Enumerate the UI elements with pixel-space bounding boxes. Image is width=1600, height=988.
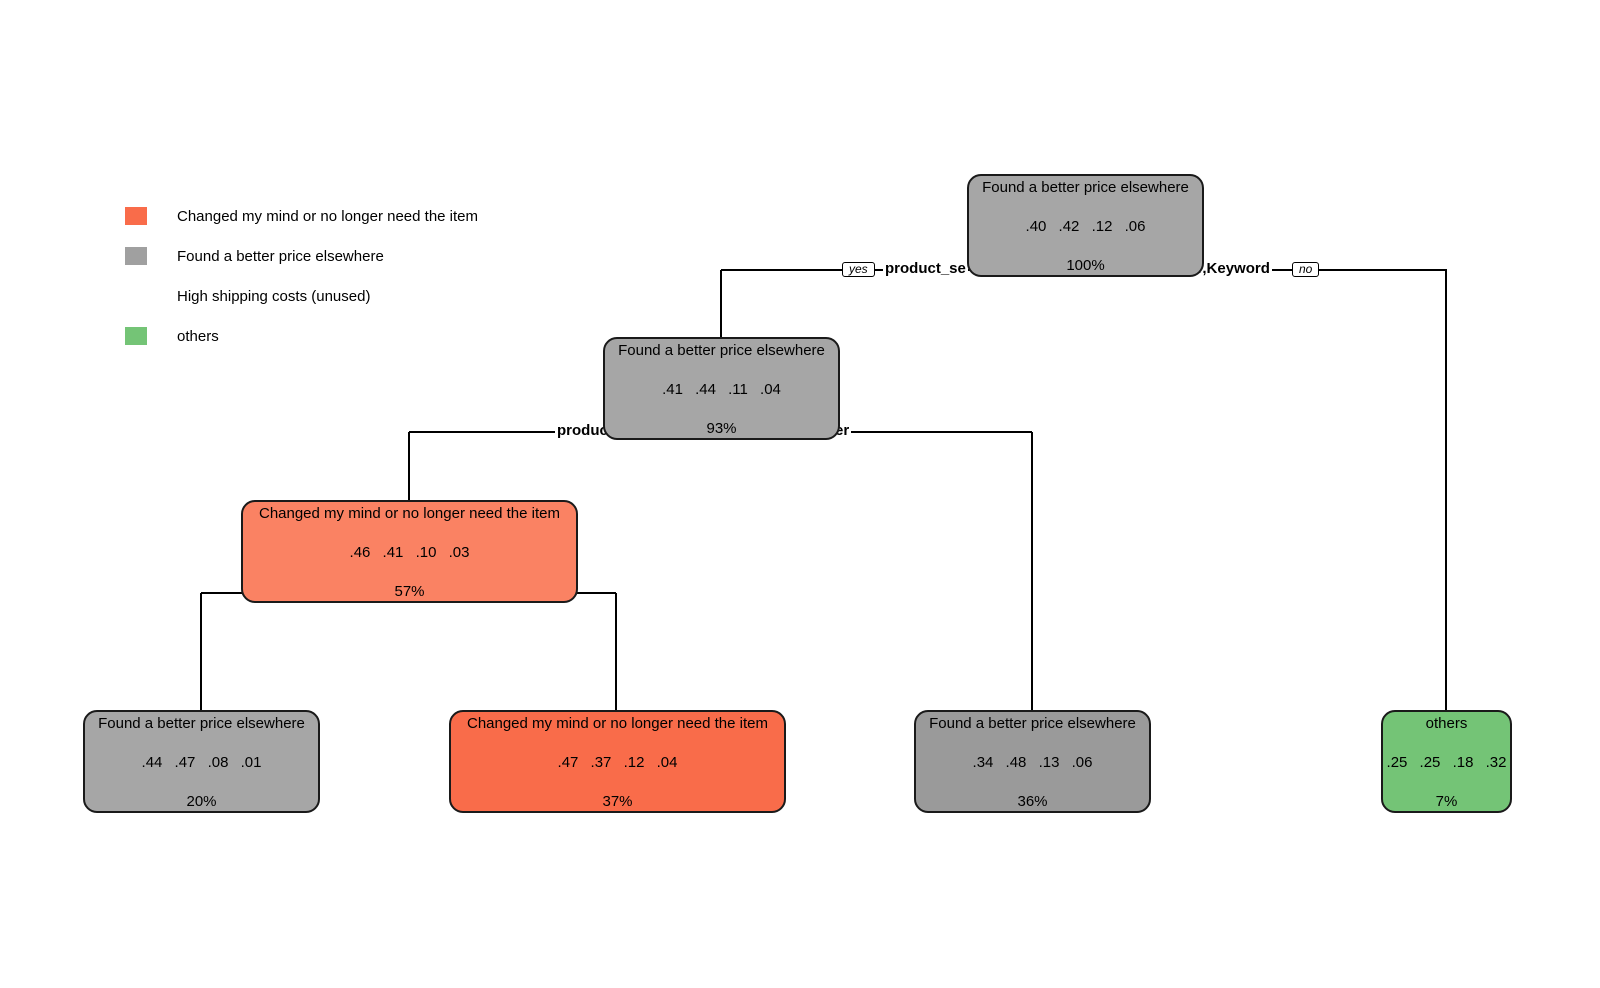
node-percent: 100% [1066,257,1105,274]
node-probs: .47 .37 .12 .04 [557,754,678,771]
node-class: Found a better price elsewhere [98,715,305,732]
node-percent: 20% [186,793,217,810]
node-probs: .44 .47 .08 .01 [141,754,262,771]
node-class: Found a better price elsewhere [618,342,825,359]
split-label-root-left: product_se [883,260,968,278]
node-percent: 93% [706,420,737,437]
node-probs: .46 .41 .10 .03 [349,544,470,561]
node-class: others [1425,715,1468,732]
tree-leaf-8: Found a better price elsewhere .44 .47 .… [83,710,320,813]
tree-node-4: Changed my mind or no longer need the it… [241,500,578,603]
node-class: Changed my mind or no longer need the it… [258,505,560,522]
node-class: Found a better price elsewhere [982,179,1189,196]
node-class: Changed my mind or no longer need the it… [466,715,768,732]
tree-leaf-3: others .25 .25 .18 .32 7% [1381,710,1512,813]
node-percent: 57% [394,583,425,600]
tree-node-2: Found a better price elsewhere .41 .44 .… [603,337,840,440]
node-percent: 36% [1017,793,1048,810]
split-label-root-right: er,Keyword [1187,260,1272,278]
node-probs: .34 .48 .13 .06 [972,754,1093,771]
node-probs: .25 .25 .18 .32 [1386,754,1507,771]
tree-leaf-9: Changed my mind or no longer need the it… [449,710,786,813]
tree-leaf-5: Found a better price elsewhere .34 .48 .… [914,710,1151,813]
node-percent: 7% [1435,793,1458,810]
node-percent: 37% [602,793,633,810]
no-tag: no [1292,262,1320,277]
node-class: Found a better price elsewhere [929,715,1136,732]
yes-tag: yes [842,262,875,277]
node-probs: .41 .44 .11 .04 [662,381,781,398]
node-probs: .40 .42 .12 .06 [1025,218,1146,235]
edge-root-leaf3 [1060,269,1447,710]
tree-node-root: Found a better price elsewhere .40 .42 .… [967,174,1204,277]
split-label-n2-left: produc [555,422,610,440]
